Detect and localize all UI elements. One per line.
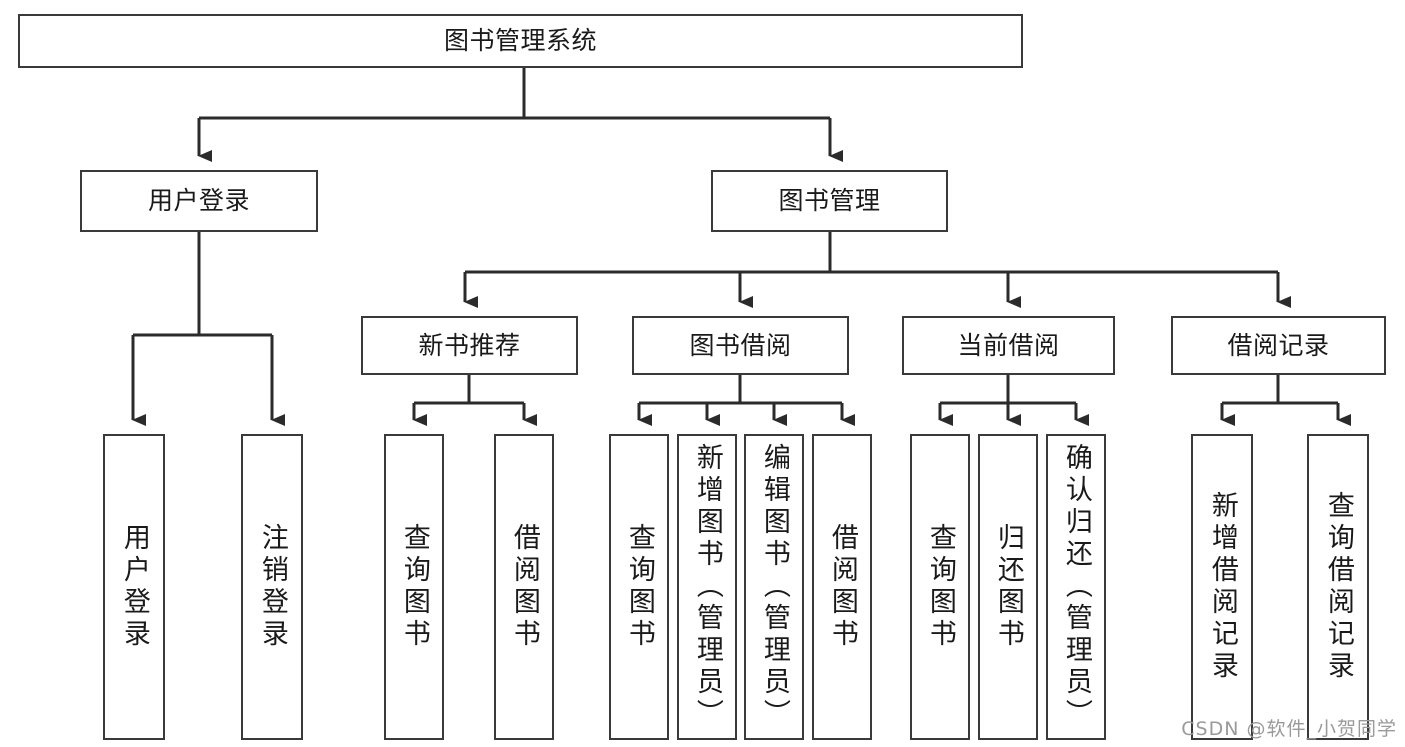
watermark-text: CSDN @软件_小贺同学 xyxy=(1181,718,1397,740)
node-book-borrow[interactable]: 图书借阅 xyxy=(632,316,849,375)
leaf-user-login[interactable]: 用户登录 xyxy=(103,434,165,740)
leaf-return-book-label: 归还图书 xyxy=(992,523,1024,651)
leaf-confirm-return[interactable]: 确认归还（管理员） xyxy=(1046,434,1106,740)
node-book-manage[interactable]: 图书管理 xyxy=(711,170,948,232)
leaf-add-record[interactable]: 新增借阅记录 xyxy=(1191,434,1253,740)
node-borrow-record-label: 借阅记录 xyxy=(1227,330,1330,360)
leaf-logout-login[interactable]: 注销登录 xyxy=(241,434,303,740)
leaf-add-book[interactable]: 新增图书（管理员） xyxy=(677,434,737,740)
leaf-borrow-book-2[interactable]: 借阅图书 xyxy=(812,434,872,740)
leaf-borrow-book-1-label: 借阅图书 xyxy=(508,523,540,651)
leaf-edit-book-label: 编辑图书（管理员） xyxy=(758,443,790,731)
leaf-query-record-label: 查询借阅记录 xyxy=(1322,491,1354,683)
leaf-query-book-2-label: 查询图书 xyxy=(623,523,655,651)
leaf-query-book-1-label: 查询图书 xyxy=(398,523,430,651)
leaf-add-book-label: 新增图书（管理员） xyxy=(691,443,723,731)
leaf-query-book-1[interactable]: 查询图书 xyxy=(384,434,444,740)
leaf-add-record-label: 新增借阅记录 xyxy=(1206,491,1238,683)
leaf-query-record[interactable]: 查询借阅记录 xyxy=(1307,434,1369,740)
node-current-borrow-label: 当前借阅 xyxy=(957,330,1060,360)
leaf-return-book[interactable]: 归还图书 xyxy=(978,434,1038,740)
node-user-login-label: 用户登录 xyxy=(147,186,250,216)
leaf-confirm-return-label: 确认归还（管理员） xyxy=(1060,443,1092,731)
node-root-label: 图书管理系统 xyxy=(443,26,597,56)
node-borrow-record[interactable]: 借阅记录 xyxy=(1171,316,1386,375)
node-new-book-recommend-label: 新书推荐 xyxy=(418,330,521,360)
leaf-borrow-book-2-label: 借阅图书 xyxy=(826,523,858,651)
leaf-query-book-3[interactable]: 查询图书 xyxy=(910,434,970,740)
node-user-login[interactable]: 用户登录 xyxy=(80,170,318,232)
node-root[interactable]: 图书管理系统 xyxy=(18,14,1023,68)
leaf-query-book-2[interactable]: 查询图书 xyxy=(609,434,669,740)
leaf-borrow-book-1[interactable]: 借阅图书 xyxy=(494,434,554,740)
leaf-query-book-3-label: 查询图书 xyxy=(924,523,956,651)
node-book-borrow-label: 图书借阅 xyxy=(689,330,792,360)
node-new-book-recommend[interactable]: 新书推荐 xyxy=(361,316,578,375)
leaf-logout-login-label: 注销登录 xyxy=(256,523,288,651)
leaf-edit-book[interactable]: 编辑图书（管理员） xyxy=(744,434,804,740)
node-current-borrow[interactable]: 当前借阅 xyxy=(902,316,1115,375)
node-book-manage-label: 图书管理 xyxy=(778,186,881,216)
leaf-user-login-label: 用户登录 xyxy=(118,523,150,651)
